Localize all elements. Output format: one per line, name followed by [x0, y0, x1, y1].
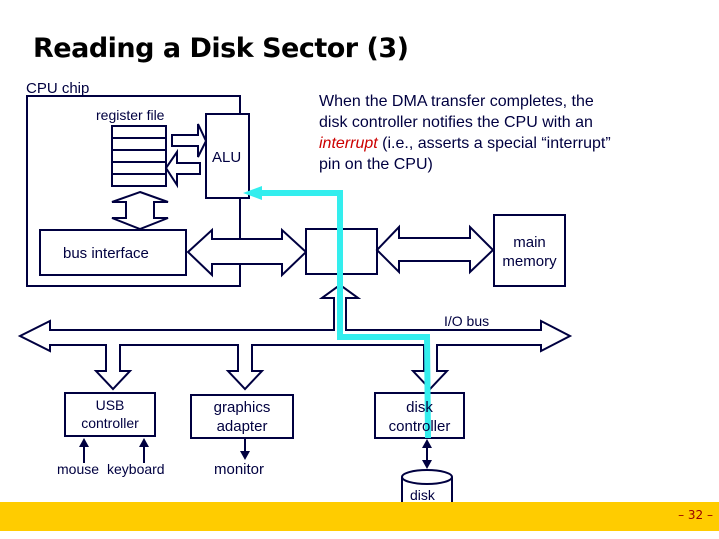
page-number: – 32 –	[678, 508, 713, 522]
io-bus-label: I/O bus	[444, 313, 490, 329]
usb-label-line1: USB	[95, 397, 125, 413]
disk-controller-box	[374, 392, 465, 439]
keyboard-label: keyboard	[107, 461, 165, 477]
interrupt-path	[258, 190, 431, 439]
usb-controller-box	[64, 392, 156, 437]
interrupt-arrowhead	[243, 186, 262, 200]
note-line-4: pin on the CPU)	[319, 156, 433, 173]
io-bus	[17, 283, 573, 391]
explanation-note: When the DMA transfer completes, the dis…	[319, 91, 611, 175]
graphics-adapter-label: graphics adapter	[191, 398, 293, 436]
alu-box	[205, 113, 250, 199]
main-memory-label: main memory	[494, 233, 565, 271]
monitor-label: monitor	[214, 461, 265, 478]
bus-interface-label: bus interface	[63, 245, 149, 262]
usb-label-line2: controller	[81, 415, 139, 431]
disk-controller-label-line1: disk	[406, 399, 433, 416]
memory-bus-arrow	[375, 224, 495, 275]
register-file-label: register file	[96, 107, 165, 123]
regfile-to-alu-arrow	[171, 123, 208, 158]
graphics-label-line2: adapter	[216, 418, 268, 435]
disk-label: disk	[410, 487, 435, 503]
main-memory-label-line2: memory	[502, 253, 557, 270]
note-line-2: disk controller notifies the CPU with an	[319, 114, 593, 131]
mouse-label: mouse	[57, 461, 100, 477]
system-bus-arrow	[186, 227, 308, 278]
disk-controller-label-line2: controller	[388, 418, 451, 435]
note-line-3: interrupt (i.e., asserts a special “inte…	[319, 133, 611, 154]
bus-interface-box	[39, 229, 187, 276]
note-line-1: When the DMA transfer completes, the	[319, 93, 594, 110]
register-file	[111, 125, 167, 187]
main-memory-box	[493, 214, 566, 287]
slide-title: Reading a Disk Sector (3)	[33, 33, 409, 64]
usb-controller-label: USB controller	[65, 396, 155, 432]
alu-label: ALU	[212, 149, 242, 166]
note-line-3-rest: (i.e., asserts a special “interrupt”	[377, 135, 611, 152]
disk-controller-label: disk controller	[375, 398, 464, 436]
graphics-adapter-box	[190, 394, 294, 439]
interrupt-emphasis: interrupt	[319, 135, 378, 152]
cpu-chip-label: CPU chip	[26, 80, 90, 97]
alu-to-regfile-arrow	[164, 148, 201, 189]
graphics-label-line1: graphics	[213, 399, 271, 416]
footer-bar: – 32 –	[0, 502, 719, 531]
main-memory-label-line1: main	[513, 234, 546, 251]
